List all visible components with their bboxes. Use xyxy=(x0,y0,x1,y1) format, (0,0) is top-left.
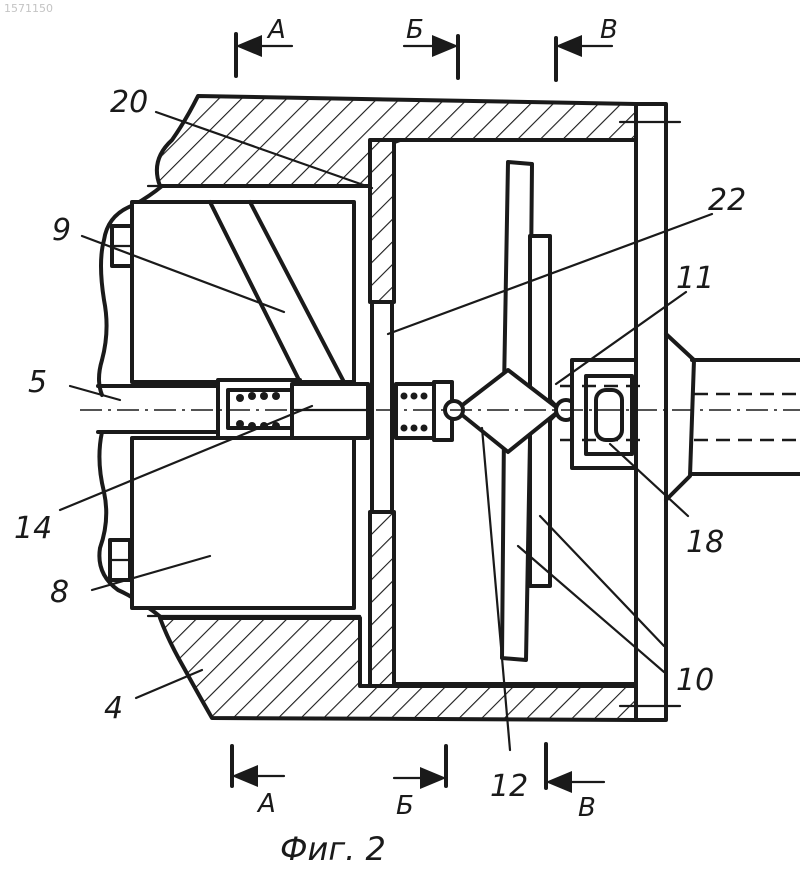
svg-text:А: А xyxy=(256,789,276,819)
shaft-left xyxy=(98,386,222,432)
section-marker-a-top: А xyxy=(236,15,292,76)
svg-text:В: В xyxy=(600,15,618,45)
label-10: 10 xyxy=(676,663,714,698)
label-14: 14 xyxy=(14,511,52,546)
section-marker-v-top: В xyxy=(556,15,618,80)
svg-text:В: В xyxy=(578,793,596,823)
label-20: 20 xyxy=(110,85,148,120)
section-marker-b-bottom: Б xyxy=(394,746,446,821)
section-marker-v-bottom: В xyxy=(546,744,604,823)
label-12: 12 xyxy=(490,769,528,804)
svg-text:Б: Б xyxy=(406,15,424,45)
section-marker-b-top: Б xyxy=(404,15,458,78)
label-11: 11 xyxy=(676,261,714,296)
bracket xyxy=(572,360,636,468)
document-stamp: 1571150 xyxy=(4,2,53,15)
label-18: 18 xyxy=(686,525,724,560)
label-5: 5 xyxy=(28,365,47,400)
partition-wall xyxy=(370,140,394,686)
left-recess-bottom xyxy=(110,540,130,580)
spring-housing xyxy=(218,380,300,438)
svg-text:А: А xyxy=(266,15,286,45)
label-8: 8 xyxy=(50,575,69,610)
label-9: 9 xyxy=(52,213,71,248)
cone-joint xyxy=(445,370,576,452)
label-4: 4 xyxy=(104,691,123,726)
figure-caption: Фиг. 2 xyxy=(280,830,386,868)
label-22: 22 xyxy=(708,183,746,218)
section-marker-a-bottom: А xyxy=(232,746,284,819)
housing-bottom xyxy=(160,618,638,720)
left-recess-top xyxy=(112,226,132,266)
svg-text:Б: Б xyxy=(396,791,414,821)
